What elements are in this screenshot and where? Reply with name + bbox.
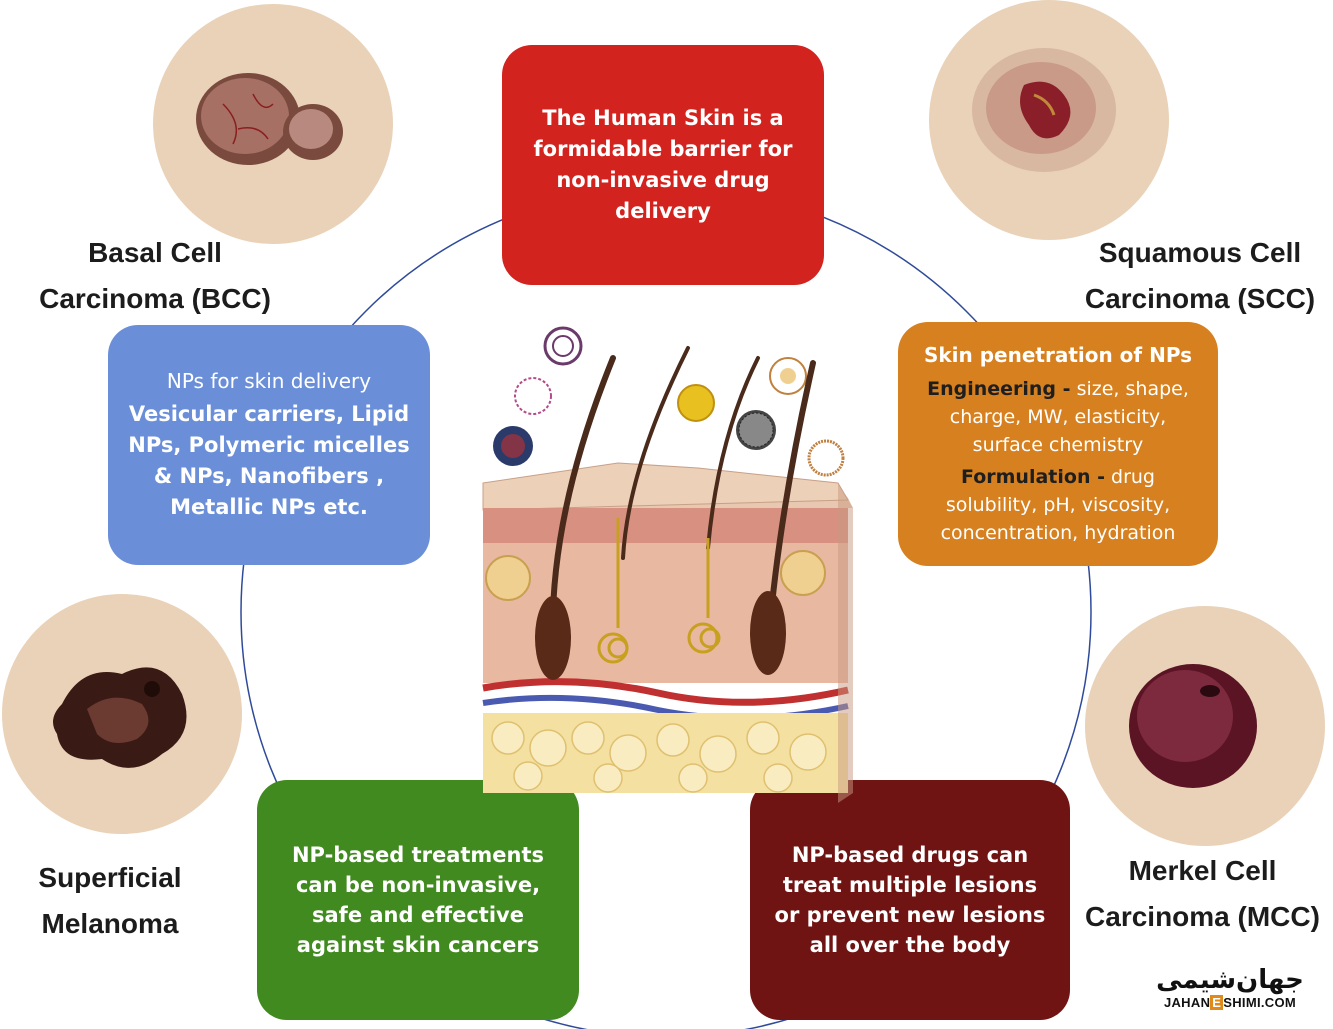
np-drugs-box: NP-based drugs can treat multiple lesion… bbox=[750, 780, 1070, 1020]
skin-penetration-heading: Skin penetration of NPs bbox=[923, 343, 1193, 367]
scc-label: Squamous Cell Carcinoma (SCC) bbox=[1084, 237, 1316, 314]
skin-penetration-box: Skin penetration of NPs Engineering - si… bbox=[898, 322, 1218, 566]
melanoma-lesion-image bbox=[2, 594, 242, 834]
bcc-label: Basal Cell Carcinoma (BCC) bbox=[39, 237, 271, 314]
melanoma-label: Superficial Melanoma bbox=[38, 862, 182, 939]
skin-barrier-box: The Human Skin is a formidable barrier f… bbox=[502, 45, 824, 285]
bcc-lesion-image bbox=[153, 4, 393, 244]
np-treatments-box: NP-based treatments can be non-invasive,… bbox=[257, 780, 579, 1020]
skin-cross-section-illustration bbox=[482, 326, 853, 803]
nps-skin-delivery-heading: NPs for skin delivery bbox=[166, 369, 372, 393]
mcc-lesion-image bbox=[1085, 606, 1325, 846]
nps-skin-delivery-box: NPs for skin delivery Vesicular carriers… bbox=[108, 325, 430, 565]
mcc-label: Merkel Cell Carcinoma (MCC) bbox=[1085, 855, 1320, 932]
scc-lesion-image bbox=[929, 0, 1169, 240]
logo-persian-text: جهان‌شیمی bbox=[1156, 965, 1304, 995]
nanoparticle-icons bbox=[493, 326, 845, 477]
